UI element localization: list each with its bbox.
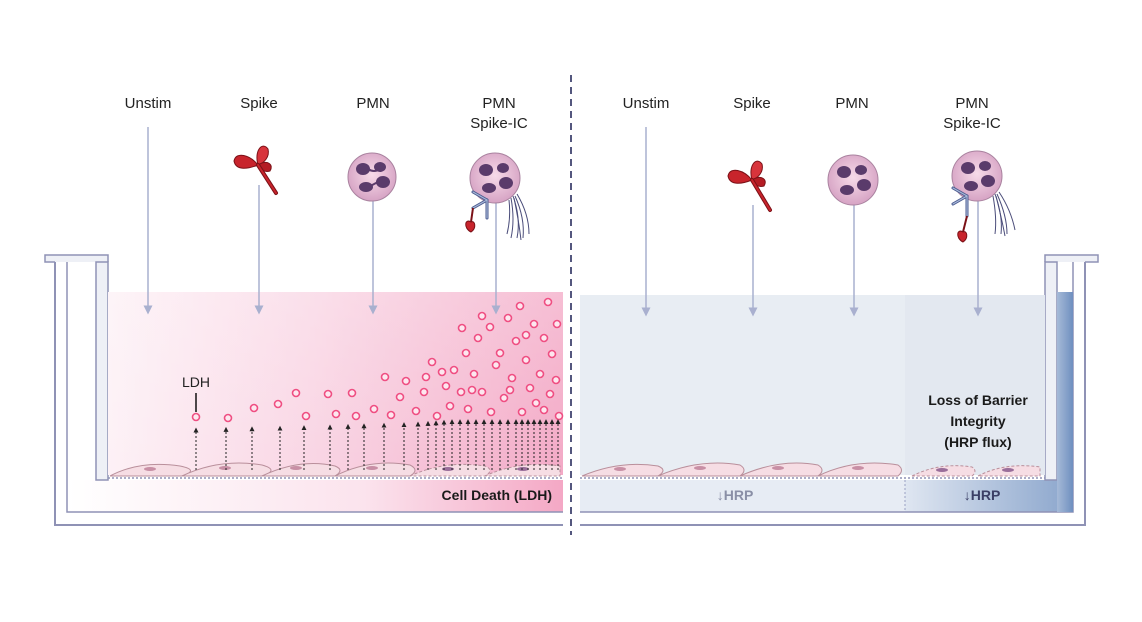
condition-label: Unstim [125,95,172,112]
ldh-particle [301,411,311,421]
ldh-particle [437,367,447,377]
ldh-particle [515,301,525,311]
condition-sublabel: Spike-IC [943,115,1001,132]
ldh-particle [249,403,259,413]
right-well [580,254,1099,526]
ldh-particle [473,333,483,343]
ldh-particle [525,383,535,393]
ldh-particle [551,375,561,385]
condition-label: PMN [955,95,988,112]
cell-death-label: Cell Death (LDH) [442,487,552,503]
ldh-particle [531,398,541,408]
ldh-particle [411,406,421,416]
pmn-neutrophil-icon [827,154,879,206]
ldh-release-arrows [193,419,561,470]
ldh-particle [369,404,379,414]
ldh-particle [331,409,341,419]
pmn-neutrophil-icon [347,152,397,202]
ldh-particle [505,385,515,395]
epithelial-cells-right [581,462,1041,477]
ldh-particle [547,349,557,359]
condition-label: PMN [835,95,868,112]
ldh-particle [554,411,564,421]
ldh-label: LDH [182,374,210,390]
barrier-label: Loss of Barrier Integrity (HRP flux) [928,392,1028,450]
ldh-particle [351,411,361,421]
svg-text:Loss of Barrier: Loss of Barrier [928,392,1028,408]
ldh-particle [456,387,466,397]
ldh-particle [552,319,562,329]
ldh-particle [432,411,442,421]
ldh-particle [535,369,545,379]
ldh-particle [517,407,527,417]
spike-protein-icon [727,160,772,212]
ldh-particle [529,319,539,329]
ldh-particle [545,389,555,399]
ldh-particle [461,348,471,358]
svg-text:Integrity: Integrity [950,413,1005,429]
ldh-particle [511,336,521,346]
ldh-particle [347,388,357,398]
ldh-particle [419,387,429,397]
ldh-particle [539,405,549,415]
ldh-particle [191,412,201,422]
ldh-particle [445,401,455,411]
left-well [44,254,563,526]
condition-label: Spike [240,95,278,112]
ldh-particle [477,387,487,397]
condition-label: Unstim [623,95,670,112]
ldh-particle [291,388,301,398]
hrp-low-label: ↓HRP [717,487,754,503]
pmn-spike-ic-icon [951,150,1016,243]
ldh-particle [449,365,459,375]
ldh-particle [223,413,233,423]
condition-sublabel: Spike-IC [470,115,528,132]
ldh-particle [457,323,467,333]
ldh-particle [507,373,517,383]
ldh-particle [486,407,496,417]
left-condition-labels: Unstim Spike PMN PMN Spike-IC [125,95,528,132]
right-condition-labels: Unstim Spike PMN PMN Spike-IC [623,95,1001,132]
stimulus-arrows [143,127,983,317]
ldh-particle [273,399,283,409]
ldh-particle [521,355,531,365]
pmn-spike-ic-icon [465,152,530,241]
ldh-particle [421,372,431,382]
hrp-high-label: ↓HRP [964,487,1001,503]
ldh-particle [499,393,509,403]
ldh-particle [386,410,396,420]
condition-label: PMN [482,95,515,112]
ldh-particle [469,369,479,379]
ldh-particle [495,348,505,358]
ldh-particle [323,389,333,399]
ldh-particle [539,333,549,343]
ldh-particles [191,297,564,423]
ldh-particle [491,360,501,370]
ldh-particle [543,297,553,307]
ldh-particle [441,381,451,391]
ldh-particle [477,311,487,321]
ldh-particle [395,392,405,402]
spike-protein-icon [233,145,278,195]
ldh-particle [503,313,513,323]
ldh-particle [521,330,531,340]
condition-label: Spike [733,95,771,112]
ldh-particle [427,357,437,367]
ldh-particle [463,404,473,414]
ldh-particle [401,376,411,386]
ldh-particle [380,372,390,382]
ldh-particle [467,385,477,395]
ldh-particle [485,322,495,332]
condition-label: PMN [356,95,389,112]
svg-text:(HRP flux): (HRP flux) [944,434,1011,450]
